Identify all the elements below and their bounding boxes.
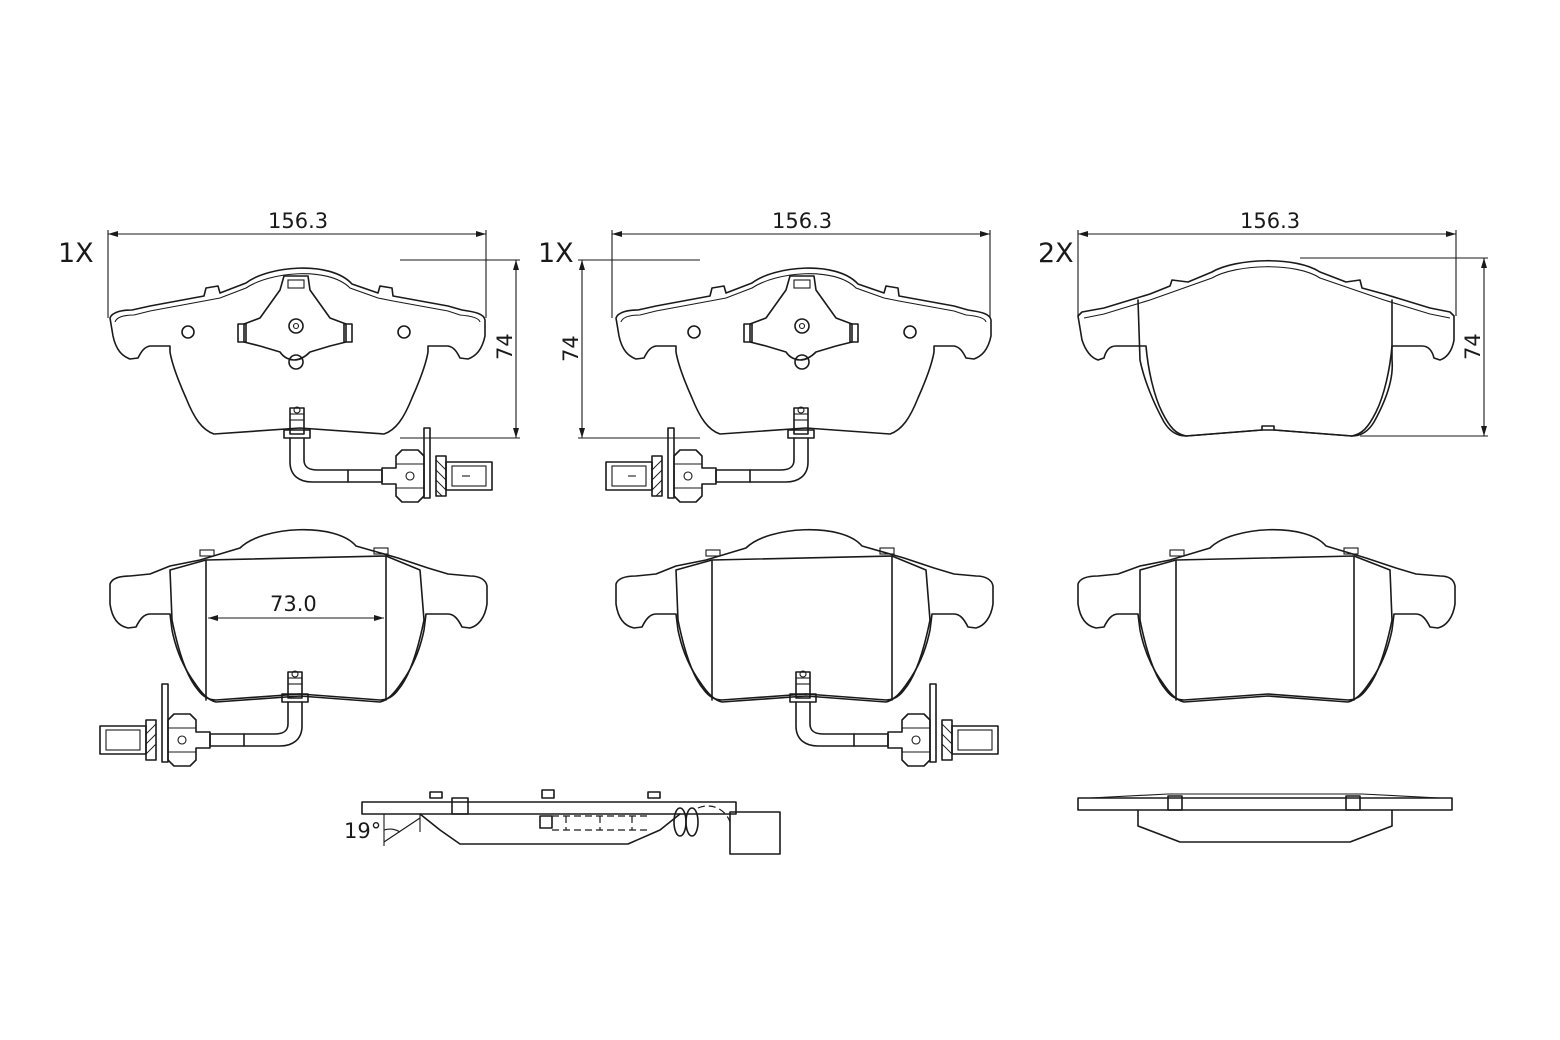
pad-left-top-view: 1X bbox=[58, 238, 493, 503]
height-dimension-right: 74 bbox=[1300, 257, 1488, 437]
quantity-label: 2X bbox=[1038, 238, 1074, 269]
pad-right-friction-view bbox=[1077, 528, 1456, 703]
chamfer-angle-label: 19° bbox=[344, 819, 381, 843]
width-dimension-middle: 156.3 bbox=[611, 209, 991, 318]
width-label: 156.3 bbox=[1240, 209, 1300, 233]
quantity-label: 1X bbox=[58, 238, 94, 269]
quantity-label: 1X bbox=[538, 238, 574, 269]
mounting-hole bbox=[397, 325, 411, 339]
width-dimension-right: 156.3 bbox=[1077, 209, 1457, 316]
mounting-hole bbox=[181, 325, 195, 339]
height-dimension-middle: 74 bbox=[559, 259, 700, 439]
pad-right-top-view: 2X bbox=[1038, 238, 1455, 437]
height-label: 74 bbox=[1461, 333, 1485, 360]
friction-width-label: 73.0 bbox=[270, 592, 317, 616]
width-label: 156.3 bbox=[772, 209, 832, 233]
height-label: 74 bbox=[559, 335, 583, 362]
pad-middle-friction-view bbox=[615, 528, 999, 767]
height-dimension-left: 74 bbox=[400, 259, 520, 439]
pad-middle-top-view: 1X bbox=[538, 238, 992, 503]
width-label: 156.3 bbox=[268, 209, 328, 233]
width-dimension-left: 156.3 bbox=[107, 209, 487, 318]
pad-side-view-with-sensor: 19° bbox=[344, 789, 781, 855]
spring-clip bbox=[243, 275, 347, 361]
height-label: 74 bbox=[493, 333, 517, 360]
pad-side-view-plain bbox=[1077, 793, 1453, 843]
pad-left-friction-view: 73.0 bbox=[99, 528, 488, 767]
